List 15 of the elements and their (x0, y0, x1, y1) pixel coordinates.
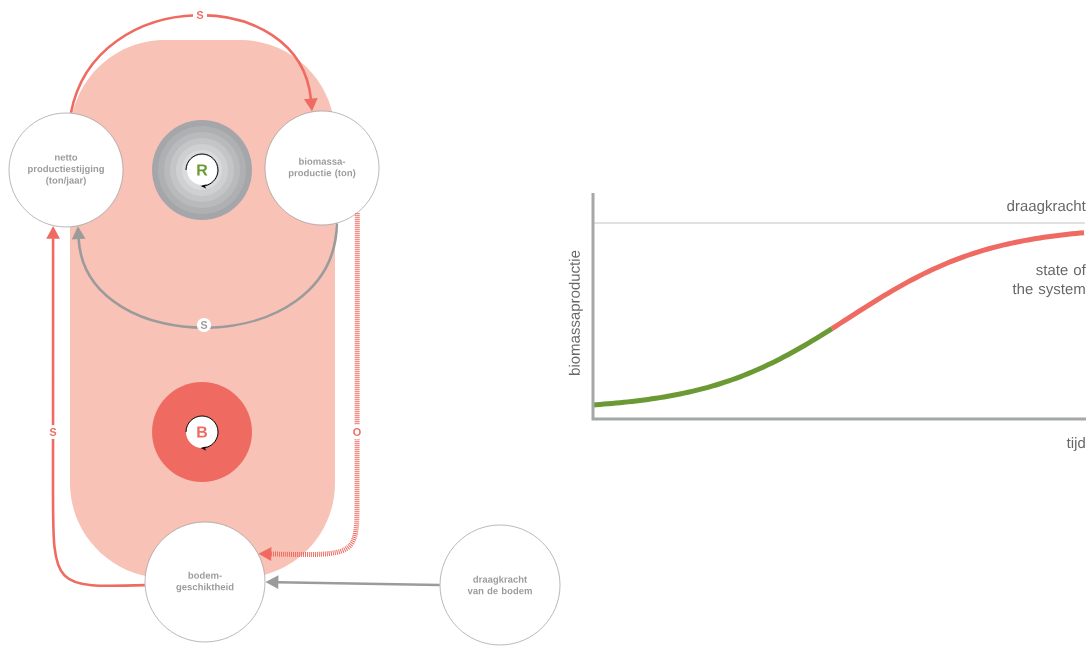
edge-label: S (45, 424, 61, 440)
arrow (69, 14, 318, 114)
circle-node: bodem-geschiktheid (144, 521, 266, 643)
circle-node: biomassa-productie (ton) (264, 110, 380, 226)
edge-label: S (196, 317, 212, 333)
axis-label: draagkracht (1007, 200, 1086, 215)
circle-node: draagkracht van de bodem (439, 524, 561, 646)
arrow (71, 223, 339, 329)
circle-node: netto productiestijging (ton/jaar) (8, 112, 124, 228)
edge-label: S (192, 7, 208, 23)
axis-label: biomassaproductie (568, 250, 583, 375)
axis-label: tijd (1066, 437, 1085, 452)
edge-label: O (349, 424, 365, 440)
node-label: bodem-geschiktheid (176, 571, 234, 593)
curve-label: state of the system (1012, 264, 1086, 298)
